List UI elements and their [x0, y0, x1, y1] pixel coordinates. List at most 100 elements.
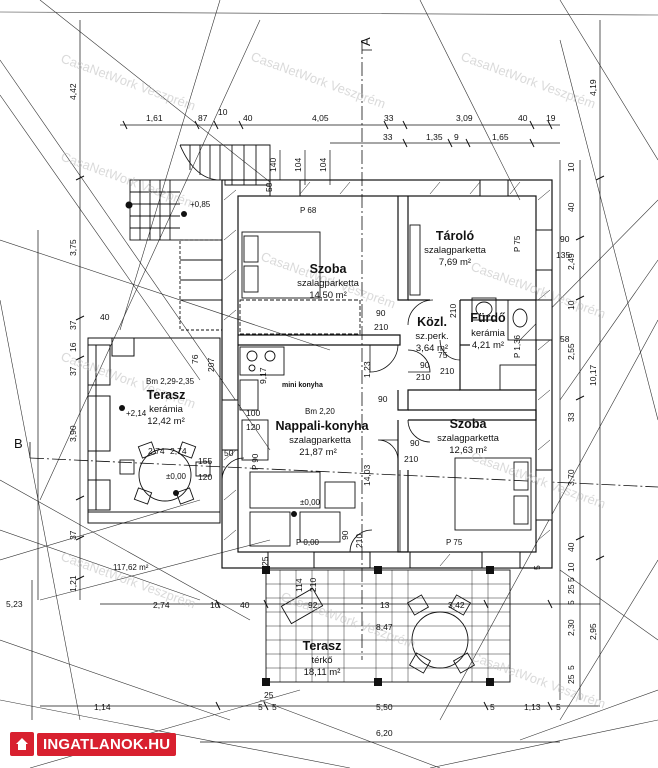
- dim-text: 33: [384, 113, 394, 123]
- minikonyha-label: mini konyha: [282, 382, 323, 389]
- dimension-texts: 1,61 87 10 40 4,05 33 3,09 40 19 33 1,35…: [6, 79, 598, 738]
- furdo-name: Fürdő: [470, 311, 506, 325]
- dim-text: 37: [68, 530, 78, 540]
- outer-area: 117,62 m²: [113, 563, 149, 572]
- dim-text: 9,17: [258, 367, 268, 384]
- szoba1-name: Szoba: [310, 262, 348, 276]
- terasz-bal-height: Bm 2,29-2,35: [146, 377, 195, 386]
- furdo-area: 4,21 m²: [472, 340, 504, 351]
- section-axes: [29, 40, 658, 660]
- tarolo-area: 7,69 m²: [439, 257, 471, 268]
- szoba2-name: Szoba: [450, 417, 488, 431]
- dim-text: 90: [378, 394, 388, 404]
- dim-text: 90: [420, 360, 430, 370]
- dim-text: 1,21: [68, 575, 78, 592]
- dim-text: 90: [340, 530, 350, 540]
- kozl-name: Közl.: [417, 315, 447, 329]
- dim-text: 5: [490, 702, 495, 712]
- dim-text: 10: [566, 162, 576, 172]
- dim-text: 16: [68, 342, 78, 352]
- dim-text: 210: [354, 534, 364, 548]
- dim-text: 75: [438, 350, 448, 360]
- left-terrace-outline: [87, 337, 221, 524]
- dim-text: 1,23: [362, 361, 372, 378]
- dim-text: 5: [566, 577, 576, 582]
- exterior-walls: [221, 179, 553, 569]
- dim-text: 14,03: [362, 464, 372, 486]
- dim-text: 140: [268, 158, 278, 172]
- dim-text: 5: [566, 600, 576, 605]
- dim-text: 3,75: [68, 239, 78, 256]
- dim-text: 10: [566, 562, 576, 572]
- doors: [221, 299, 461, 553]
- room-labels: P 68 Szoba szalagparketta 14,50 m² Tárol…: [113, 200, 522, 678]
- railing-post: [125, 201, 133, 209]
- house-shape: [16, 738, 28, 750]
- tarolo-name: Tároló: [436, 229, 475, 243]
- dim-text: 3,09: [456, 113, 473, 123]
- tarolo-floor: szalagparketta: [424, 245, 487, 256]
- dim-text: 104: [318, 158, 328, 172]
- tarolo-code: P 75: [513, 235, 522, 252]
- nappali-level: ±0,00: [300, 498, 321, 507]
- terasz-lent-name: Terasz: [303, 639, 342, 653]
- dim-text: 90: [410, 438, 420, 448]
- dim-text: 100: [246, 408, 260, 418]
- dim-text: 37: [68, 366, 78, 376]
- dim-text: 10: [210, 600, 220, 610]
- dim-text: 90: [560, 234, 570, 244]
- dim-text: 19: [546, 113, 556, 123]
- szoba1-floor: szalagparketta: [297, 278, 360, 289]
- dim-text: 3,90: [68, 425, 78, 442]
- dim-text: 210: [448, 304, 458, 318]
- terasz-lent-floor: térkő: [311, 655, 332, 666]
- dim-text: 210: [416, 372, 430, 382]
- dim-text: 33: [566, 412, 576, 422]
- nappali-area: 21,87 m²: [299, 447, 337, 458]
- dim-text: 4,19: [588, 79, 598, 96]
- dim-text: 5: [258, 702, 263, 712]
- dim-text: 25: [566, 584, 576, 594]
- furniture: [119, 224, 537, 683]
- kozl-area: 3,64 m²: [416, 343, 448, 354]
- dim-text: 13: [380, 600, 390, 610]
- dim-text: 3,70: [566, 469, 576, 486]
- dim-text: 2,74: [148, 446, 165, 456]
- dim-text: 6,20: [376, 728, 393, 738]
- dim-text: 76: [190, 354, 200, 364]
- section-mark-a-top: A: [358, 37, 373, 46]
- dim-text: 87: [198, 113, 208, 123]
- szoba1-area: 14,50 m²: [309, 290, 347, 301]
- dim-text: 104: [293, 158, 303, 172]
- dim-text: 210: [404, 454, 418, 464]
- nappali-floor: szalagparketta: [289, 435, 352, 446]
- dim-text: 40: [240, 600, 250, 610]
- dim-text: 40: [243, 113, 253, 123]
- nappali-name: Nappali-konyha: [275, 419, 369, 433]
- brand-text: INGATLANOK.HU: [37, 732, 177, 756]
- szoba1-code: P 68: [300, 206, 317, 215]
- dim-text: 33: [383, 132, 393, 142]
- dim-text: 207: [206, 358, 216, 372]
- dimension-lines: [31, 20, 601, 743]
- dim-text: 210: [308, 578, 318, 592]
- dim-text: 90: [376, 308, 386, 318]
- terasz-bal-floor: kerámia: [149, 404, 184, 415]
- dim-text: 210: [440, 366, 454, 376]
- terrace-posts: [262, 566, 494, 686]
- szoba2-floor: szalagparketta: [437, 433, 500, 444]
- dim-text: 10: [218, 107, 228, 117]
- dim-text: 5: [532, 565, 542, 570]
- dim-text: 40: [100, 312, 110, 322]
- home-icon: [10, 732, 34, 756]
- dim-text: 4,05: [312, 113, 329, 123]
- nappali-height: Bm 2,20: [305, 407, 335, 416]
- watermark: CasaNetWork Veszprém: [249, 49, 388, 112]
- dim-text: 120: [246, 422, 260, 432]
- dim-text: 5: [272, 702, 277, 712]
- dim-text: 25: [260, 556, 270, 566]
- watermark: CasaNetWork Veszprém: [459, 49, 598, 112]
- furdo-floor: kerámia: [471, 328, 506, 339]
- dim-text: 9: [454, 132, 459, 142]
- dim-text: 2,55: [566, 343, 576, 360]
